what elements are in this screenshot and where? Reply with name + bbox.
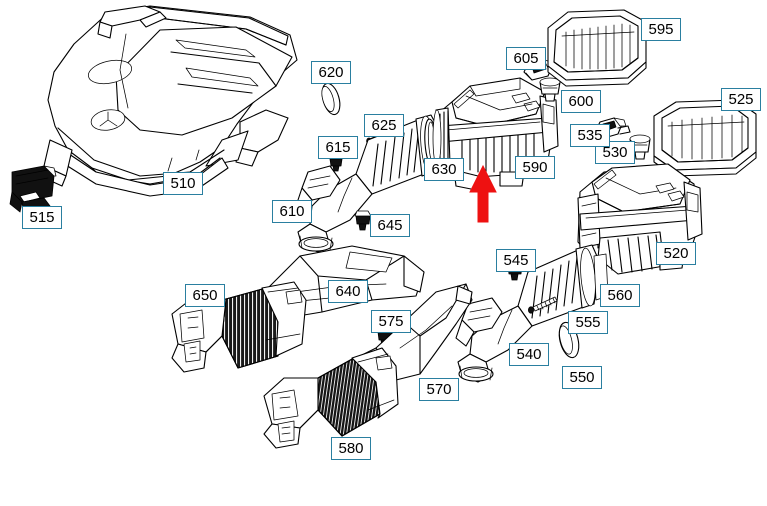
part-555-clamp-screw-right [528, 296, 558, 314]
red-highlight-arrow [469, 164, 497, 223]
callout-645[interactable]: 645 [370, 214, 410, 237]
callout-535[interactable]: 535 [570, 124, 610, 147]
callout-650[interactable]: 650 [185, 284, 225, 307]
callout-630[interactable]: 630 [424, 158, 464, 181]
callout-520[interactable]: 520 [656, 242, 696, 265]
part-520-air-filter-housing-right [577, 163, 703, 275]
part-525-air-filter-element-right [653, 99, 757, 177]
part-510-engine-cover [39, 5, 298, 197]
callout-580[interactable]: 580 [331, 437, 371, 460]
callout-640[interactable]: 640 [328, 280, 368, 303]
part-595-air-filter-element-left [547, 9, 647, 87]
callout-625[interactable]: 625 [364, 114, 404, 137]
callout-575[interactable]: 575 [371, 310, 411, 333]
callout-615[interactable]: 615 [318, 136, 358, 159]
callout-620[interactable]: 620 [311, 61, 351, 84]
callout-560[interactable]: 560 [600, 284, 640, 307]
part-620-hose-clamp-ring-left [321, 82, 341, 116]
callout-545[interactable]: 545 [496, 249, 536, 272]
part-540-intake-hose-right [455, 297, 533, 383]
callout-555[interactable]: 555 [568, 311, 608, 334]
callout-590[interactable]: 590 [515, 156, 555, 179]
callout-550[interactable]: 550 [562, 366, 602, 389]
callout-540[interactable]: 540 [509, 343, 549, 366]
part-645-grommet-duct-left [354, 210, 372, 231]
callout-510[interactable]: 510 [163, 172, 203, 195]
part-530-grommet-right [629, 134, 651, 160]
callout-595[interactable]: 595 [641, 18, 681, 41]
callout-525[interactable]: 525 [721, 88, 761, 111]
callout-570[interactable]: 570 [419, 378, 459, 401]
callout-515[interactable]: 515 [22, 206, 62, 229]
callout-610[interactable]: 610 [272, 200, 312, 223]
callout-600[interactable]: 600 [561, 90, 601, 113]
callout-605[interactable]: 605 [506, 47, 546, 70]
part-650-flexible-duct-left [171, 281, 307, 373]
part-600-grommet-left [539, 77, 561, 102]
part-580-flexible-duct-right [263, 347, 399, 449]
